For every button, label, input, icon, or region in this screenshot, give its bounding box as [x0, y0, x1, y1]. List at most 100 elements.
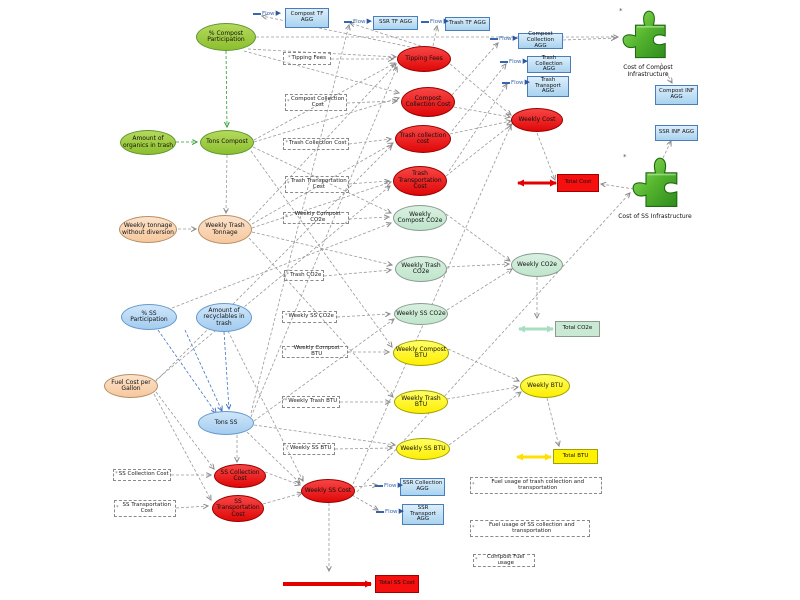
ssr-collection-agg[interactable]: SSR Collection AGG: [400, 478, 445, 496]
tons-ss[interactable]: Tons SS: [198, 411, 254, 435]
weekly-tonnage-without-diversion[interactable]: Weekly tonnage without diversion: [119, 216, 177, 243]
edge-line: [157, 329, 216, 413]
flow-dash-icon: [502, 81, 510, 84]
shadow-weekly-ss-co2e[interactable]: *Weekly SS CO2e: [282, 311, 337, 323]
edge-line: [660, 62, 672, 83]
edge-line: [451, 43, 498, 96]
flow-label: Flow: [499, 35, 512, 42]
puzzle-compost-label: Cost of Compost Infrastructure: [623, 64, 673, 78]
shadow-trash-collection-cost[interactable]: *Trash Collection Cost: [283, 138, 349, 150]
weekly-trash-co2e[interactable]: Weekly Trash CO2e: [395, 256, 447, 282]
weekly-compost-btu[interactable]: Weekly Compost BTU: [393, 340, 449, 366]
edge-line: [432, 26, 437, 47]
flow-arrowhead-icon: ▶: [524, 78, 530, 86]
trash-tf-agg[interactable]: Trash TF AGG: [445, 17, 490, 31]
puzzle-ss-label: Cost of SS Infrastructure: [618, 213, 692, 220]
shadow-trash-co2e[interactable]: *Trash CO2e: [284, 270, 324, 281]
edge-line: [253, 319, 394, 422]
compost-collection-cost[interactable]: Compost Collection Cost: [401, 87, 455, 117]
weekly-ss-btu[interactable]: Weekly SS BTU: [396, 438, 450, 460]
ssr-transport-agg[interactable]: SSR Transport AGG: [402, 504, 444, 525]
tons-compost[interactable]: Tons Compost: [200, 130, 254, 155]
shadow-weekly-trash-btu[interactable]: *Weekly Trash BTU: [282, 396, 340, 408]
shadow-marker-icon: *: [475, 556, 478, 563]
trash-transportation-cost[interactable]: Trash Transportation Cost: [393, 166, 447, 196]
edge-line: [453, 106, 510, 117]
weekly-cost[interactable]: Weekly Cost: [511, 108, 563, 132]
fuel-cost-per-gallon[interactable]: Fuel Cost per Gallon: [104, 374, 158, 398]
trash-collection-agg[interactable]: Trash Collection AGG: [527, 55, 571, 73]
edge-line: [348, 181, 389, 185]
shadow-weekly-compost-btu[interactable]: *Weekly Compost BTU: [282, 345, 348, 358]
edge-line: [351, 494, 378, 510]
edge-line: [154, 145, 392, 383]
shadow-weekly-compost-co2e[interactable]: *Weekly Compost CO2e: [283, 211, 349, 224]
shadow-marker-icon: *: [286, 271, 290, 278]
flow-arrow[interactable]: Flow▶: [344, 18, 372, 25]
puzzle-piece-icon[interactable]: [632, 156, 688, 212]
flow-arrowhead-icon: ▶: [275, 9, 281, 17]
edge-line: [250, 67, 397, 418]
flow-arrow[interactable]: Flow▶: [502, 79, 530, 86]
total-btu[interactable]: Total BTU: [553, 449, 598, 464]
amount-of-recyclables-in-trash[interactable]: Amount of recyclables in trash: [196, 303, 252, 332]
compost-tf-agg[interactable]: Compost TF AGG: [285, 8, 329, 28]
edge-line: [446, 264, 509, 268]
total-ss-cost[interactable]: Total SS Cost: [375, 575, 419, 593]
total-cost[interactable]: Total Cost: [557, 174, 599, 192]
asterisk-icon: *: [623, 153, 627, 161]
asterisk-icon: *: [619, 7, 623, 15]
edge-line: [251, 231, 392, 265]
pct-compost-participation[interactable]: % Compost Participation: [196, 23, 256, 51]
edge-line: [253, 424, 395, 445]
ssr-tf-agg[interactable]: SSR TF AGG: [373, 16, 418, 30]
edge-line: [448, 392, 521, 446]
shadow-trash-transportation-cost[interactable]: *Trash Transportation Cost: [285, 176, 349, 193]
weekly-btu[interactable]: Weekly BTU: [520, 374, 570, 398]
flow-arrow[interactable]: Flow▶: [421, 18, 449, 25]
flow-arrowhead-icon: ▶: [443, 17, 449, 25]
total-co2e[interactable]: Total CO2e: [555, 321, 600, 337]
tipping-fees[interactable]: Tipping Fees: [397, 46, 451, 72]
compost-inf-agg[interactable]: Compost INF AGG: [655, 85, 698, 105]
shadow-weekly-ss-btu[interactable]: *Weekly SS BTU: [283, 443, 335, 455]
shadow-marker-icon: *: [285, 313, 288, 320]
edge-line: [243, 50, 399, 93]
weekly-compost-co2e[interactable]: Weekly Compost CO2e: [393, 205, 447, 231]
weekly-ss-cost[interactable]: Weekly SS Cost: [301, 479, 355, 503]
shadow-ss-transportation-cost[interactable]: *SS Transportation Cost: [114, 500, 176, 517]
shadow-marker-icon: *: [285, 214, 288, 221]
flow-arrow[interactable]: Flow▶: [375, 482, 403, 489]
edge-line: [226, 50, 227, 127]
pct-ss-participation[interactable]: % SS Participation: [121, 304, 177, 330]
flow-arrow[interactable]: Flow▶: [253, 10, 281, 17]
flow-arrow[interactable]: Flow▶: [490, 35, 518, 42]
compost-collection-agg[interactable]: Compost Collection AGG: [518, 31, 563, 49]
ssr-inf-agg[interactable]: SSR INF AGG: [655, 125, 698, 141]
ss-collection-cost[interactable]: SS Collection Cost: [214, 464, 266, 488]
legend-fuel-usage-ss: *Fuel usage of SS collection and transpo…: [470, 520, 590, 537]
edge-line: [175, 506, 208, 508]
amount-of-organics-in-trash[interactable]: Amount of organics in trash: [120, 130, 176, 155]
legend-compost-fuel-usage: *Compost Fuel usage: [473, 554, 535, 567]
flow-label: Flow: [430, 18, 443, 25]
trash-collection-cost[interactable]: Trash collection cost: [395, 125, 451, 153]
shadow-ss-collection-cost[interactable]: *SS Collection Cost: [113, 469, 171, 481]
flow-arrow[interactable]: Flow▶: [500, 58, 528, 65]
edge-line: [227, 330, 303, 481]
flow-arrow[interactable]: Flow▶: [376, 508, 404, 515]
puzzle-piece-icon[interactable]: [622, 9, 676, 63]
weekly-ss-co2e[interactable]: Weekly SS CO2e: [394, 303, 448, 325]
flow-label: Flow: [353, 18, 366, 25]
trash-transport-agg[interactable]: Trash Transport AGG: [527, 76, 569, 97]
weekly-co2e[interactable]: Weekly CO2e: [511, 253, 563, 277]
edge-line: [155, 186, 390, 381]
edge-line: [155, 391, 214, 469]
shadow-compost-collection-cost[interactable]: *Compost Collection Cost: [285, 94, 347, 111]
edge-line: [446, 269, 512, 311]
weekly-trash-btu[interactable]: Weekly Trash BTU: [394, 390, 448, 414]
shadow-tipping-fees[interactable]: *Tipping Fees: [283, 52, 331, 65]
weekly-trash-tonnage[interactable]: Weekly Trash Tonnage: [198, 215, 252, 244]
flow-dash-icon: [376, 510, 384, 513]
ss-transportation-cost[interactable]: SS Transportation Cost: [212, 495, 264, 522]
